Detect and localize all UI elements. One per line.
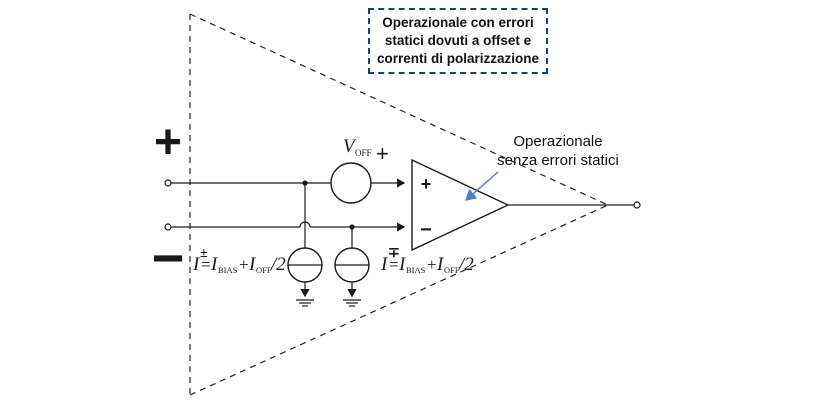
ideal-opamp-pointer-arrow [464,171,499,201]
svg-text:I: I [380,254,389,275]
opamp-plus-sign: + [421,174,432,194]
svg-text:I: I [210,254,219,275]
ideal-opamp-label-line-1: Operazionale [513,133,603,150]
svg-text:I: I [192,254,201,275]
opamp-minus-sign: − [420,219,432,241]
svg-text:OFF: OFF [444,265,460,275]
offset-source-symbol: V [343,136,357,157]
non-ideal-opamp-outline [189,13,609,396]
caption-box: Operazionale con errori statici dovuti a… [368,8,548,74]
svg-text:+: + [427,255,437,274]
output-wire [508,201,641,209]
offset-voltage-source [330,162,372,204]
svg-text:I: I [248,254,257,275]
svg-text:BIAS: BIAS [406,265,426,275]
svg-text:=: = [201,255,211,274]
caption-line-3: correnti di polarizzazione [376,51,540,66]
bias-formula-minus: I ∓ = I BIAS + I OFF /2 [380,246,474,275]
ideal-opamp [411,158,510,252]
svg-text:I: I [398,254,407,275]
svg-text:±: ± [200,246,208,261]
ideal-opamp-label-line-2: senza errori statici [497,152,619,169]
svg-text:OFF: OFF [256,265,272,275]
caption-line-1: Operazionale con errori [382,15,534,30]
svg-text:=: = [389,255,399,274]
svg-text:/2: /2 [270,254,286,275]
svg-text:I: I [436,254,445,275]
bias-current-source-minus [334,227,370,307]
svg-text:BIAS: BIAS [218,265,238,275]
offset-source-polarity: + [376,141,389,166]
caption-line-2: statici dovuti a offset e [384,33,532,48]
svg-text:/2: /2 [458,254,474,275]
svg-text:∓: ∓ [388,246,400,261]
offset-source-subscript: OFF [355,148,372,158]
ideal-opamp-label: Operazionale senza errori statici [478,132,638,170]
bias-current-source-plus [287,183,323,307]
bias-formula-plus: I ± = I BIAS + I OFF /2 [192,246,286,275]
input-minus-sign: − [152,226,185,289]
input-plus-sign: + [154,116,182,169]
lower-input-wire [171,221,406,232]
input-plus-terminal [164,179,172,187]
svg-text:+: + [239,255,249,274]
